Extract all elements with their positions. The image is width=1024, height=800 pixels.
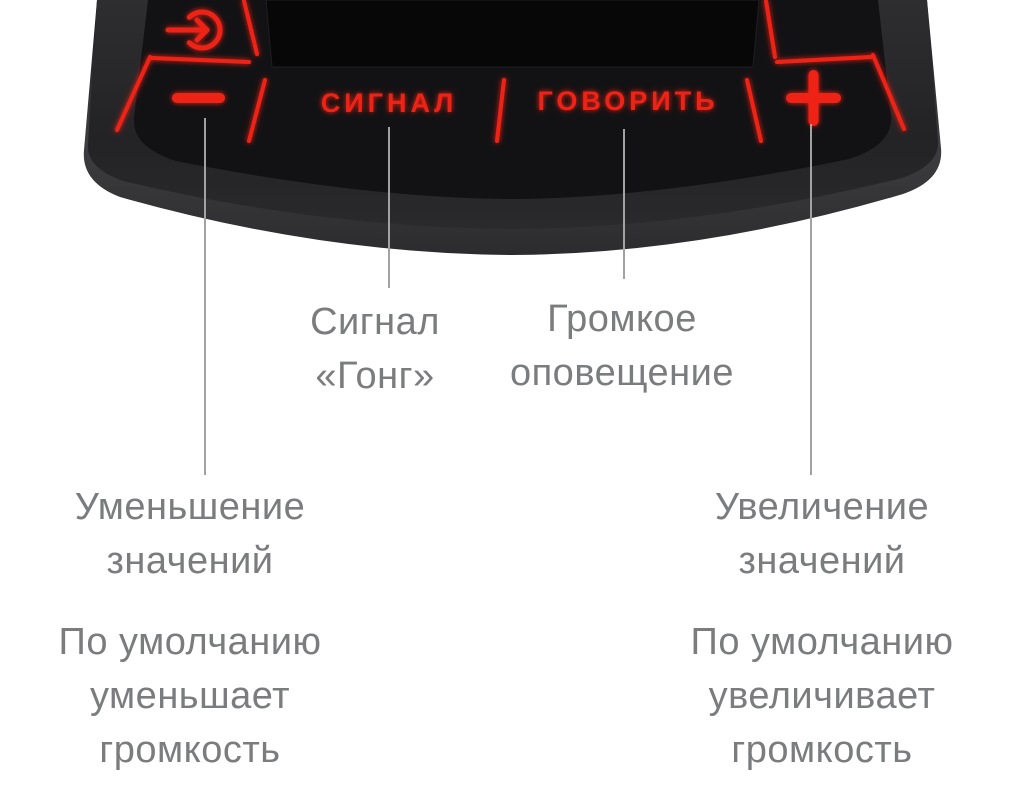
increase-desc-line1: По умолчанию — [690, 621, 954, 663]
gong-label-line2: «Гонг» — [315, 355, 435, 397]
talk-button[interactable]: ГОВОРИТЬ — [537, 86, 718, 116]
callout-line-talk — [623, 129, 625, 279]
increase-title: Увеличение значений — [642, 480, 1002, 588]
gong-label-line1: Сигнал — [310, 301, 440, 343]
decrease-desc-line1: По умолчанию — [58, 621, 322, 663]
increase-title-line1: Увеличение — [714, 486, 930, 528]
decrease-title: Уменьшение значений — [10, 480, 370, 588]
button-grid-lines — [115, 0, 906, 143]
announce-label: Громкое оповещение — [452, 292, 792, 400]
device-image: СИГНАЛ ГОВОРИТЬ — [0, 0, 1024, 268]
callout-line-plus — [810, 124, 812, 475]
enter-icon[interactable] — [165, 9, 223, 51]
callout-line-signal — [388, 127, 390, 288]
device-svg: СИГНАЛ ГОВОРИТЬ — [83, 0, 942, 255]
decrease-desc-line3: громкость — [99, 729, 281, 771]
device-screen — [265, 0, 760, 68]
announce-label-line1: Громкое — [547, 298, 697, 340]
plus-button[interactable] — [786, 70, 841, 126]
increase-desc-line2: увеличивает — [708, 675, 936, 717]
callout-line-minus — [204, 118, 206, 475]
gong-label: Сигнал «Гонг» — [215, 295, 535, 403]
signal-button[interactable]: СИГНАЛ — [321, 88, 457, 118]
plus-icon — [786, 70, 841, 126]
decrease-title-line1: Уменьшение — [74, 486, 306, 528]
decrease-desc: По умолчанию уменьшает громкость — [10, 615, 370, 777]
decrease-title-line2: значений — [106, 540, 274, 582]
increase-desc-line3: громкость — [731, 729, 913, 771]
announce-label-line2: оповещение — [509, 352, 735, 394]
increase-title-line2: значений — [738, 540, 906, 582]
increase-desc: По умолчанию увеличивает громкость — [642, 615, 1002, 777]
decrease-desc-line2: уменьшает — [89, 675, 290, 717]
